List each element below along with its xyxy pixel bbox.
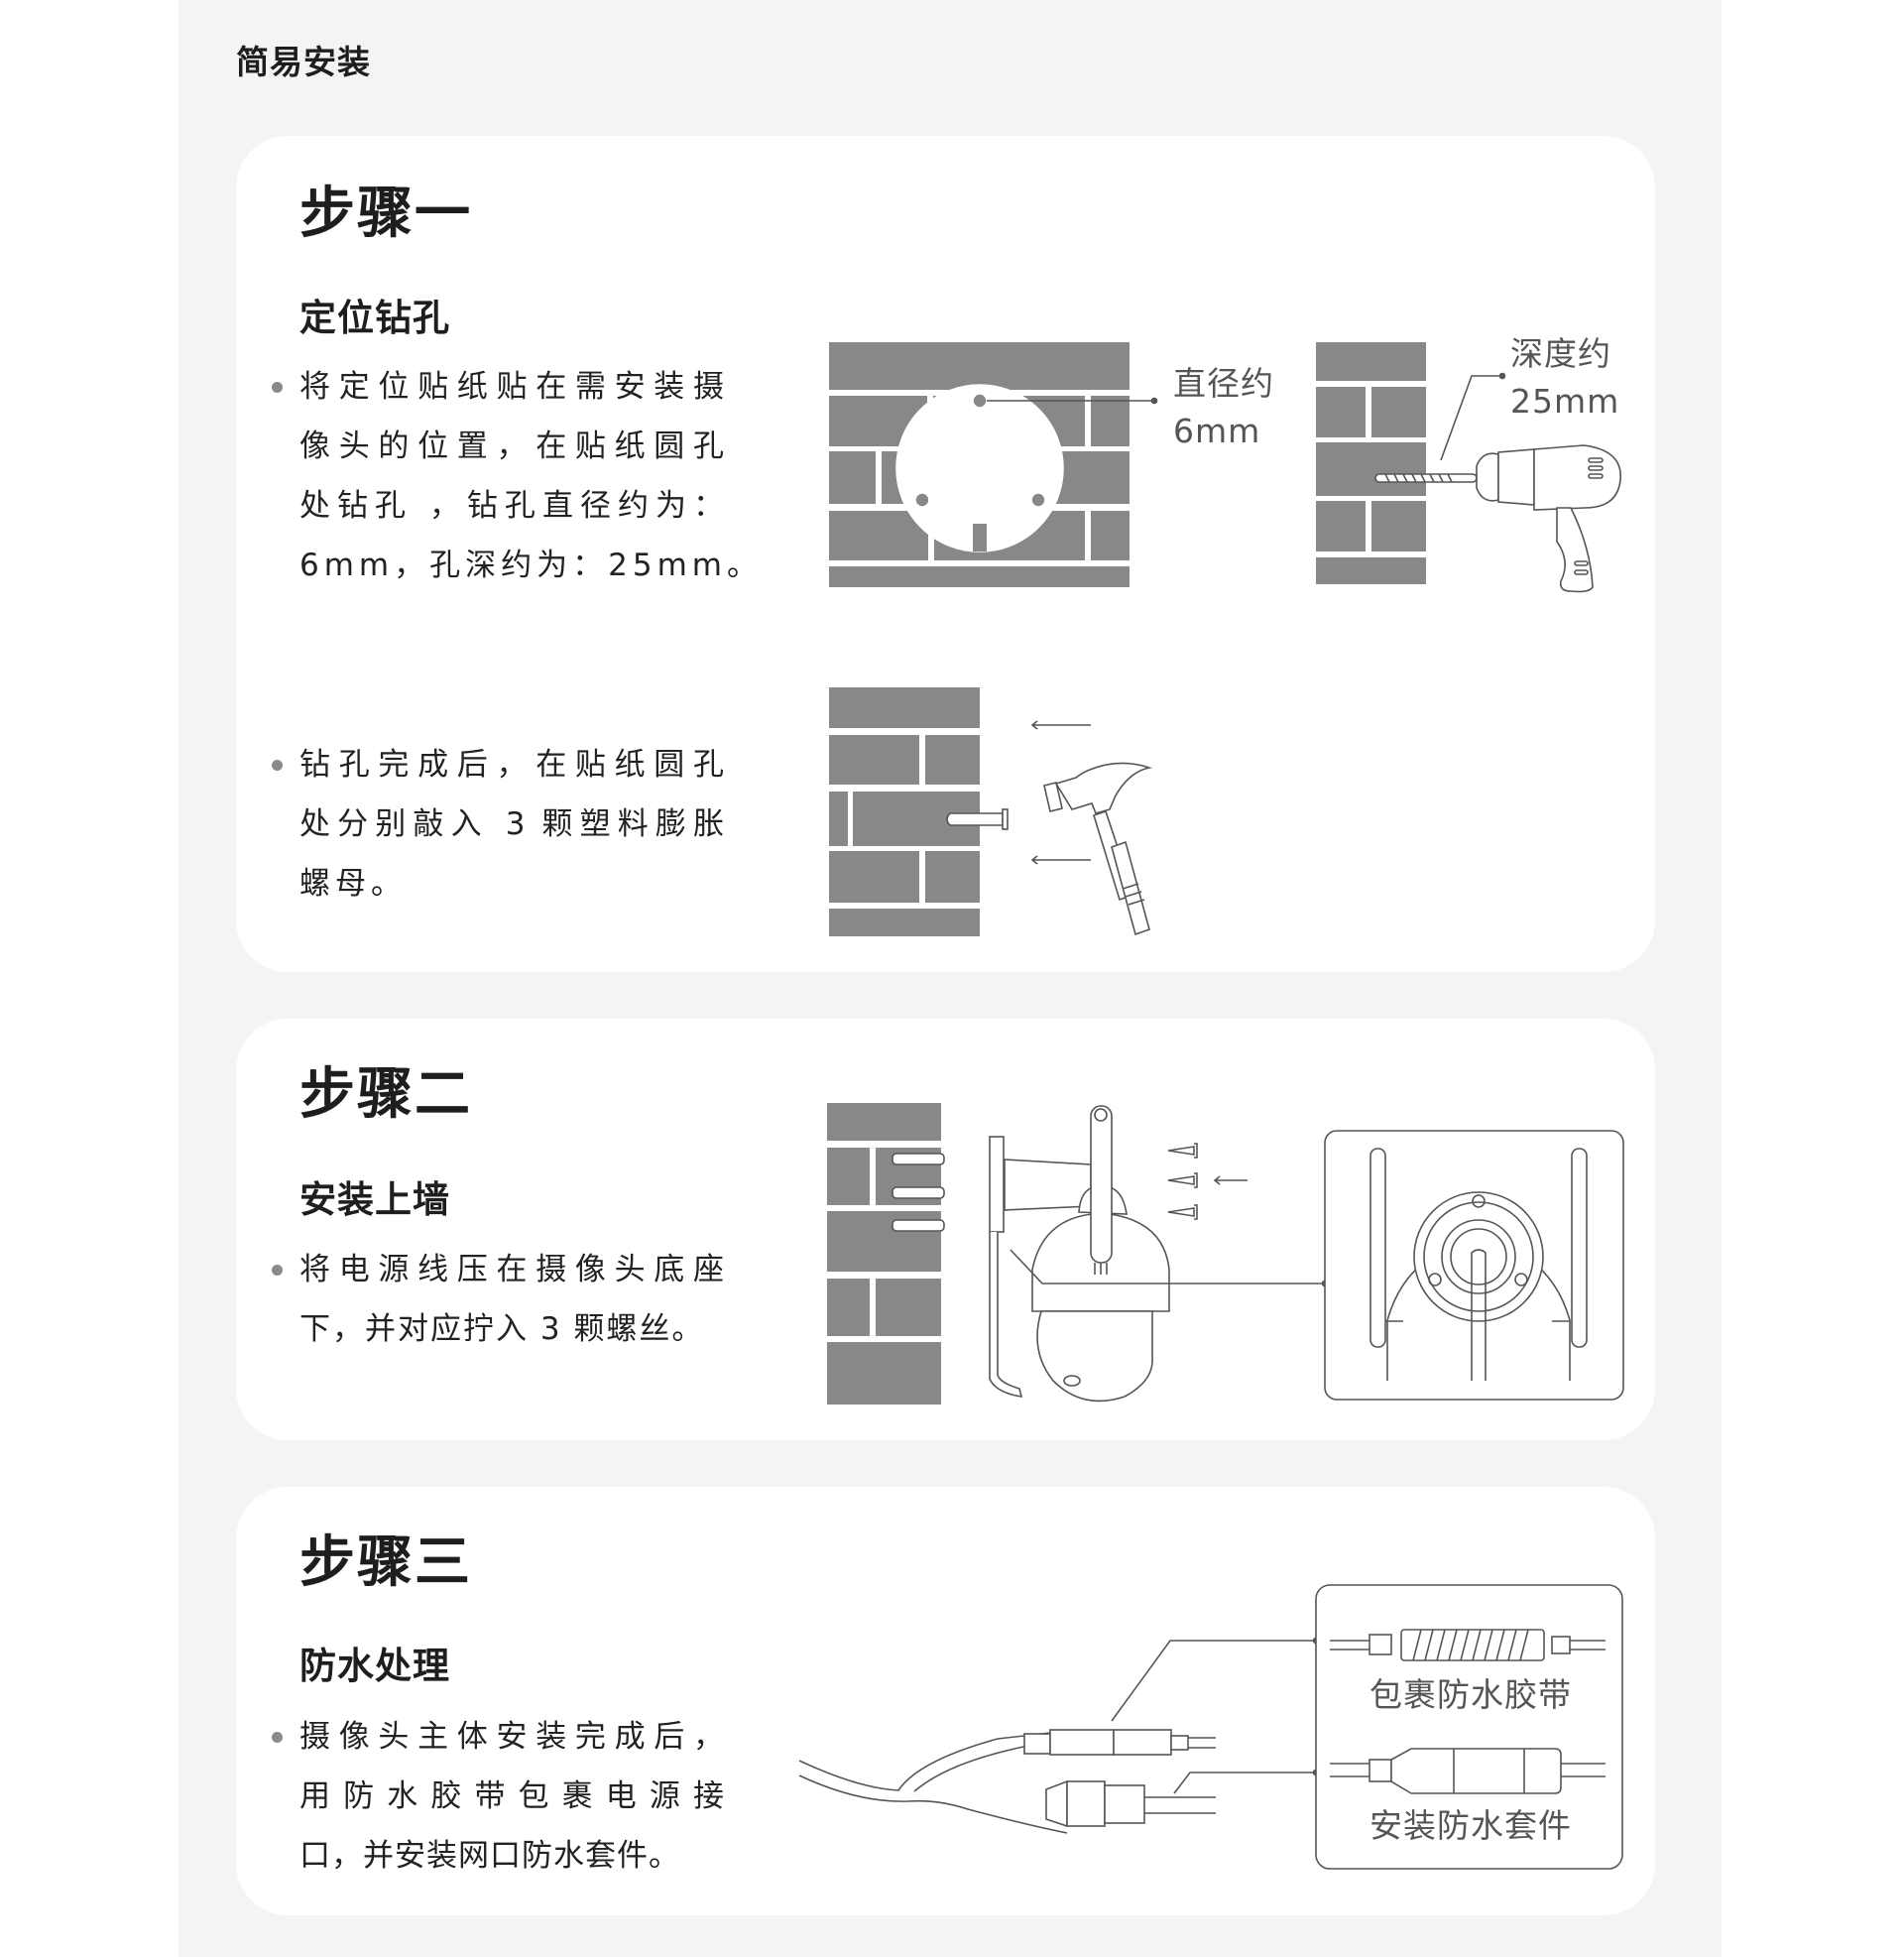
arrow-left-icon (1213, 1175, 1248, 1185)
page-title: 简易安装 (236, 43, 371, 81)
kit-label: 安装防水套件 (1369, 1806, 1572, 1845)
bullet-line: 将电源线压在摄像头底座 (299, 1252, 724, 1287)
arrow-left-icon (1030, 720, 1091, 865)
bullet-dot (272, 382, 283, 393)
step-subtitle: 安装上墙 (299, 1178, 450, 1221)
screw-icon (1167, 1143, 1198, 1220)
step-title: 步骤二 (299, 1062, 472, 1127)
bullet-item: 将定位贴纸贴在需安装摄 像头的位置，在贴纸圆孔 处钻孔 ，钻孔直径约为： 6mm… (272, 357, 763, 595)
step-subtitle: 防水处理 (299, 1645, 450, 1687)
bullet-line: 用防水胶带包裹电源接 (299, 1778, 724, 1814)
bullet-item: 摄像头主体安装完成后， 用防水胶带包裹电源接 口，并安装网口防水套件。 (272, 1707, 724, 1886)
diameter-label: 直径约 (1173, 364, 1274, 403)
brick-wall-icon (1316, 342, 1426, 584)
callout-leader-line (1173, 1772, 1316, 1794)
tape-label: 包裹防水胶带 (1369, 1675, 1572, 1714)
callout-leader-line (1111, 1640, 1316, 1722)
bullet-line: 处分别敲入 3 颗塑料膨胀 (299, 806, 724, 842)
camera-icon (989, 1105, 1170, 1403)
expansion-anchor-icon (892, 1153, 945, 1232)
callout-leader-line (1010, 1249, 1325, 1284)
mounting-sticker-icon (895, 384, 1158, 552)
bullet-item: 将电源线压在摄像头底座 下，并对应拧入 3 颗螺丝。 (272, 1240, 724, 1359)
expansion-anchor-icon (946, 808, 1009, 830)
bullet-dot (272, 1265, 283, 1276)
diameter-value: 6mm (1173, 412, 1261, 450)
bullet-dot (272, 1732, 283, 1743)
bullet-line: 口，并安装网口防水套件。 (299, 1838, 680, 1874)
depth-value: 25mm (1510, 382, 1620, 421)
waterproof-detail-inset (1315, 1584, 1623, 1870)
bullet-line: 螺母。 (299, 866, 407, 902)
bullet-dot (272, 760, 283, 771)
camera-base-detail-inset (1324, 1130, 1624, 1401)
bullet-line: 将定位贴纸贴在需安装摄 (299, 369, 724, 405)
cable-connector-icon (798, 1729, 1216, 1834)
electric-drill-icon (1374, 444, 1621, 593)
hammer-icon (1043, 762, 1153, 936)
depth-leader-line (1440, 375, 1502, 461)
bullet-line: 钻孔完成后，在贴纸圆孔 (299, 747, 724, 783)
step-title: 步骤一 (299, 182, 472, 246)
brick-wall-icon (827, 1103, 941, 1405)
bullet-line: 处钻孔 ，钻孔直径约为： (299, 488, 724, 524)
step-subtitle: 定位钻孔 (299, 297, 450, 339)
bullet-item: 钻孔完成后，在贴纸圆孔 处分别敲入 3 颗塑料膨胀 螺母。 (272, 735, 724, 914)
depth-label: 深度约 (1510, 334, 1611, 373)
bullet-line: 下，并对应拧入 3 颗螺丝。 (299, 1311, 705, 1347)
brick-wall-icon (829, 687, 980, 936)
step-title: 步骤三 (299, 1530, 472, 1595)
bullet-line: 摄像头主体安装完成后， (299, 1719, 724, 1755)
bullet-line: 6mm，孔深约为：25mm。 (299, 548, 763, 583)
bullet-line: 像头的位置，在贴纸圆孔 (299, 428, 724, 464)
